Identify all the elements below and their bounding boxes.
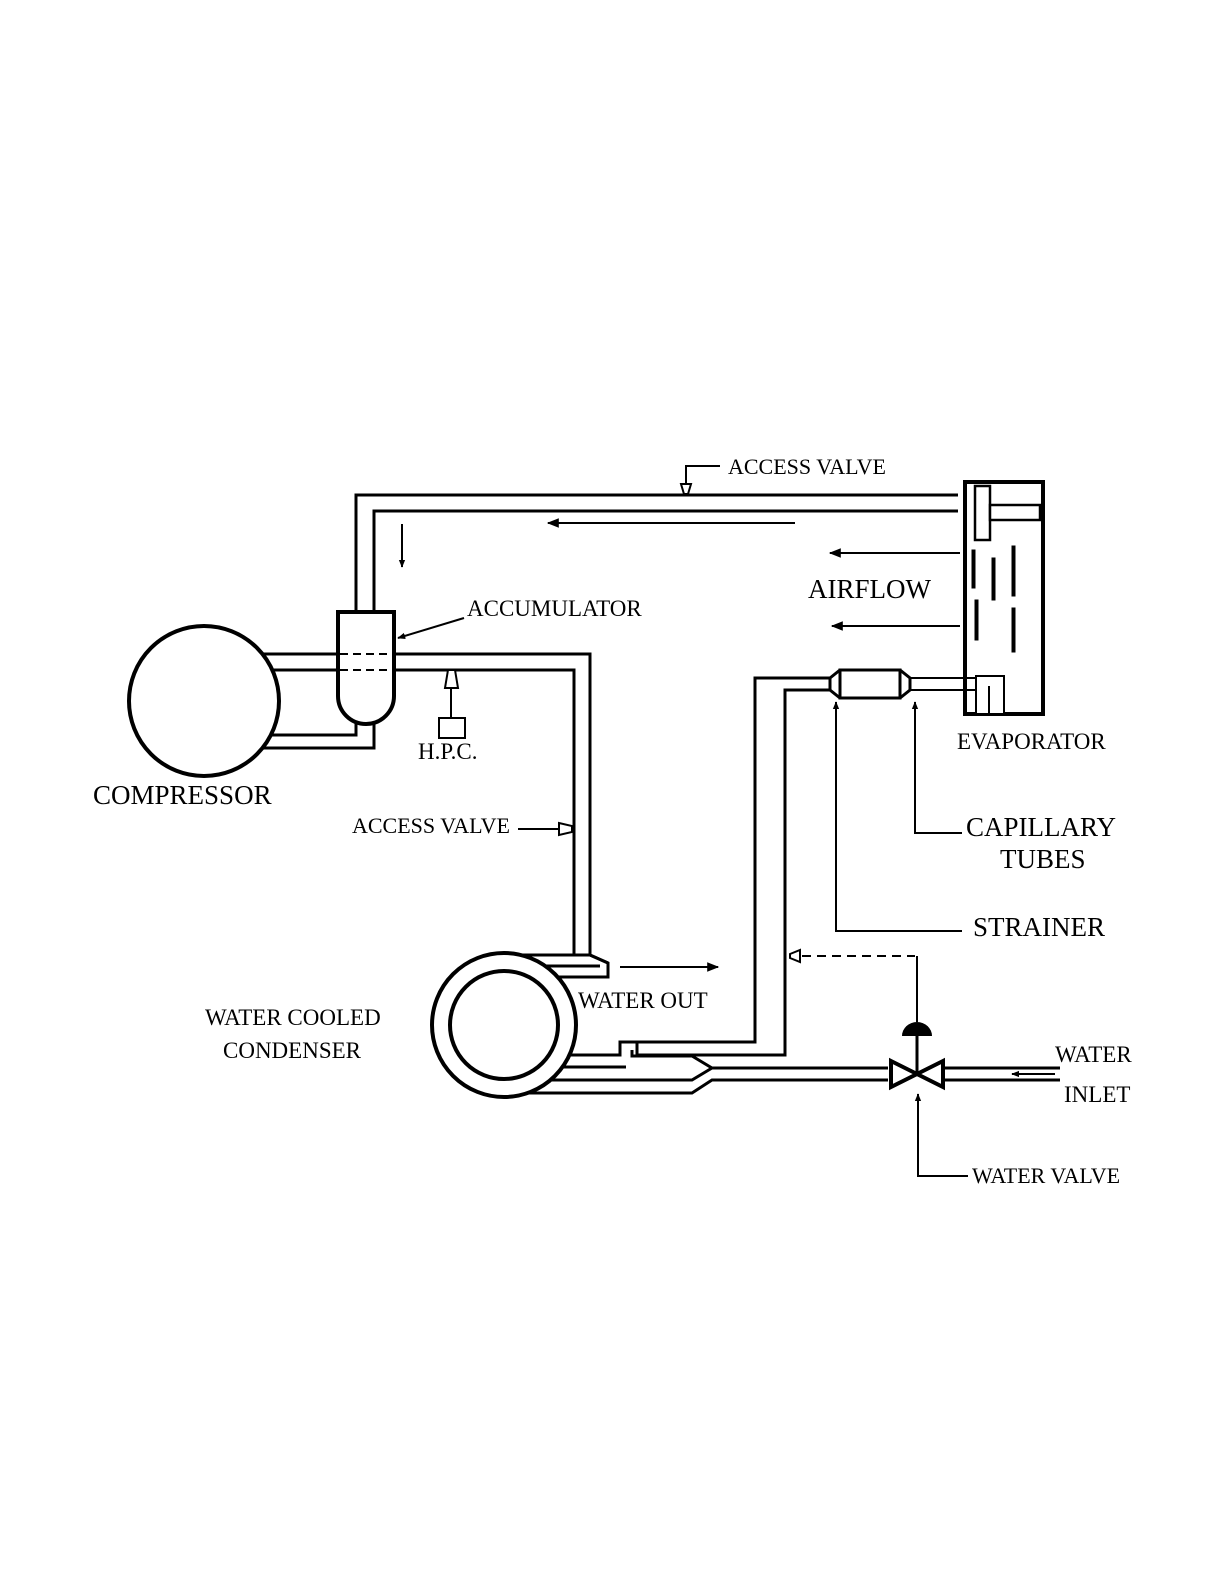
access-valve-top-label: ACCESS VALVE — [728, 454, 886, 479]
airflow-label: AIRFLOW — [808, 574, 932, 604]
water-inlet-label-line2: INLET — [1064, 1082, 1130, 1107]
strainer — [830, 670, 910, 698]
accumulator-label: ACCUMULATOR — [467, 596, 642, 621]
capillary-tubes-label-line1: CAPILLARY — [966, 812, 1116, 842]
capillary-tubes-leader — [915, 702, 962, 833]
access-valve-mid-label: ACCESS VALVE — [352, 813, 510, 838]
strainer-leader — [836, 702, 962, 931]
water-valve-sensing-line — [790, 950, 917, 1022]
capillary-tubes-label-line2: TUBES — [1000, 844, 1086, 874]
condenser-label-line1: WATER COOLED — [205, 1005, 381, 1030]
discharge-line — [394, 654, 608, 963]
hpc-switch — [439, 670, 465, 738]
strainer-label: STRAINER — [973, 912, 1105, 942]
water-out-label: WATER OUT — [578, 988, 708, 1013]
access-valve-mid — [518, 823, 572, 835]
water-valve-leader — [918, 1094, 968, 1176]
accumulator-pointer — [398, 618, 464, 638]
accumulator — [338, 612, 394, 724]
condenser-label-line2: CONDENSER — [223, 1038, 362, 1063]
water-cooled-condenser — [432, 678, 888, 1097]
hpc-label: H.P.C. — [418, 739, 477, 764]
evaporator — [965, 482, 1043, 714]
access-valve-top — [681, 466, 720, 494]
evaporator-label: EVAPORATOR — [957, 729, 1106, 754]
compressor-label: COMPRESSOR — [93, 780, 272, 810]
water-inlet-label-line1: WATER — [1055, 1042, 1132, 1067]
water-valve-label: WATER VALVE — [972, 1163, 1120, 1188]
water-valve — [891, 1022, 1060, 1087]
